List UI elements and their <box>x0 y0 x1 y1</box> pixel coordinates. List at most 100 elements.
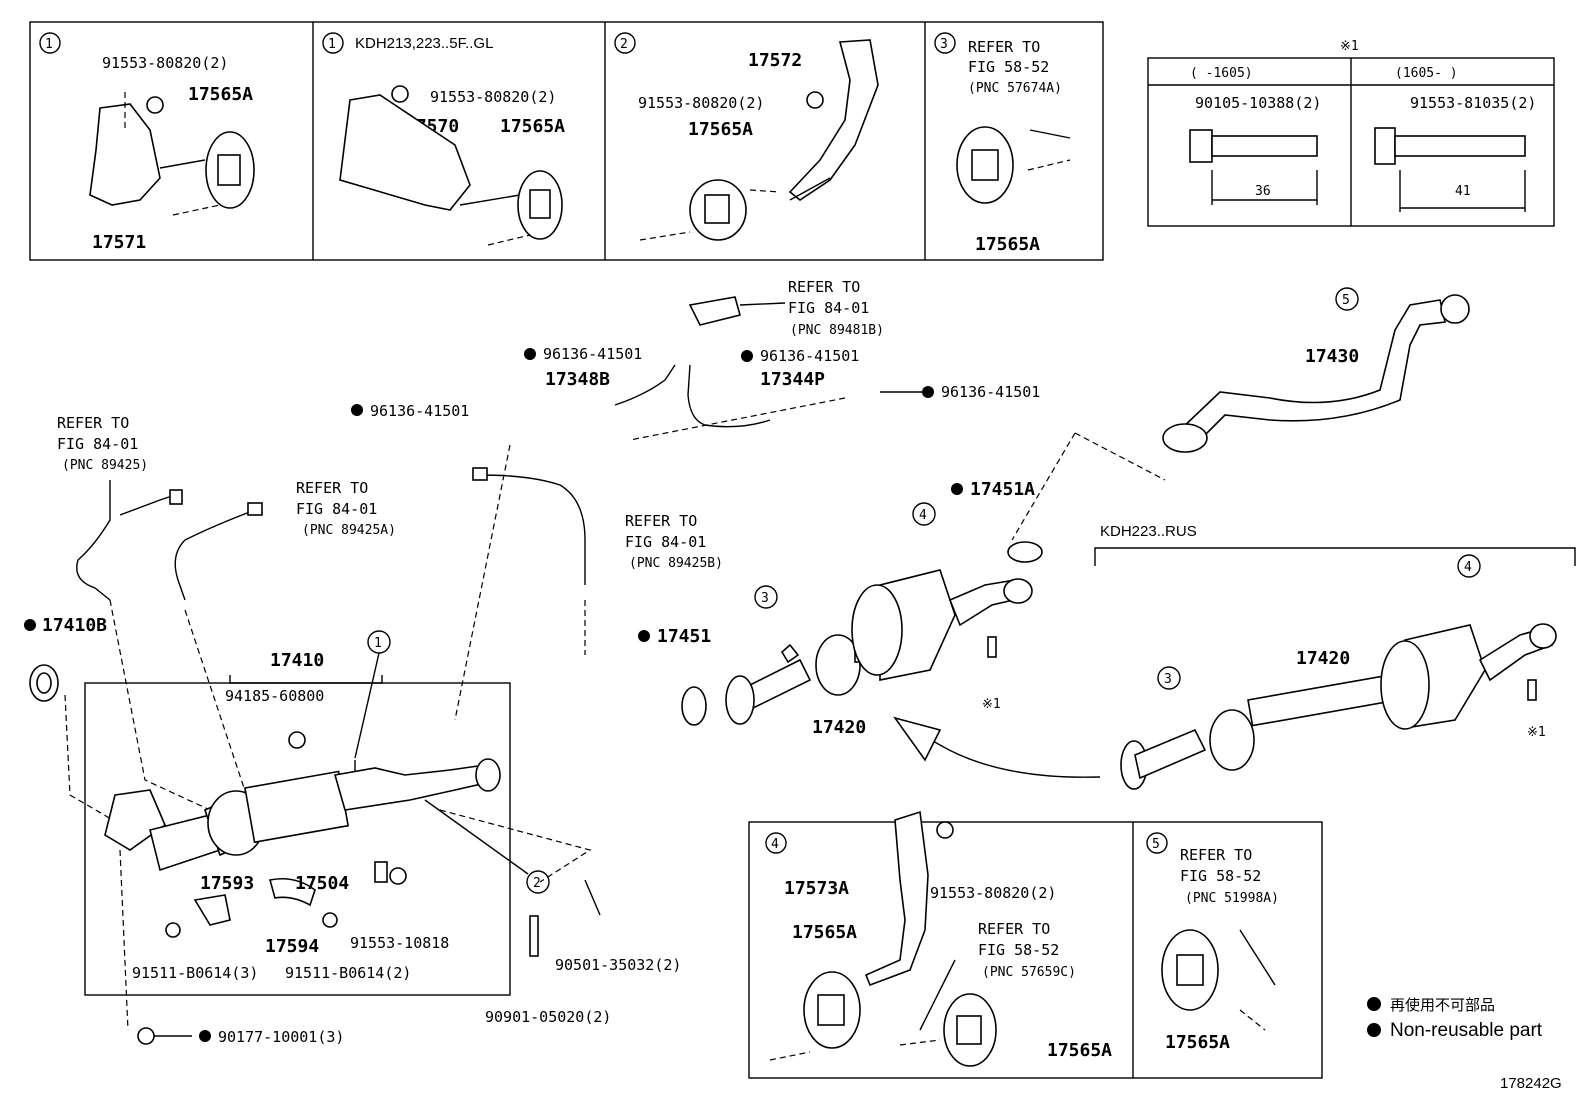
part-label: 17565A <box>688 119 753 140</box>
callout-marker: 4 <box>919 508 927 523</box>
part-label: 91553-80820(2) <box>930 884 1056 902</box>
part-label: 90901-05020(2) <box>485 1008 611 1026</box>
part-label: 17565A <box>792 922 857 943</box>
part-label: 17565A <box>1165 1032 1230 1053</box>
non-reusable-dot <box>1367 1023 1381 1037</box>
refer-text: REFER TO <box>788 278 860 296</box>
bolt-table: ※1 ( -1605) (1605- ) 90105-10388(2) 9155… <box>1147 39 1555 227</box>
refer-text: (PNC 51998A) <box>1185 891 1279 906</box>
callout-marker: 3 <box>1164 672 1172 687</box>
heat-shield-shape <box>268 877 316 907</box>
part-label: 91553-80820(2) <box>638 94 764 112</box>
callout-marker: 1 <box>45 37 53 52</box>
callout-marker: 3 <box>761 591 769 606</box>
bolt-shape <box>165 922 181 938</box>
callout-marker: 5 <box>1152 837 1160 852</box>
callout-marker: 2 <box>620 37 628 52</box>
bracket-shape <box>864 810 929 987</box>
non-reusable-dot <box>1367 997 1381 1011</box>
part-label: 17420 <box>1296 648 1350 669</box>
bolt-part-number: 90105-10388(2) <box>1195 94 1321 112</box>
tail-pipe-shape <box>1178 299 1446 447</box>
non-reusable-dot <box>951 483 963 495</box>
part-label: 17573A <box>784 878 849 899</box>
part-label: 17565A <box>500 116 565 137</box>
part-label: 17572 <box>748 50 802 71</box>
gasket-shape <box>1007 541 1043 563</box>
refer-text: REFER TO <box>625 512 697 530</box>
inset-row-top <box>29 21 1104 261</box>
inset-box-1a: 1 91553-80820(2) 17565A 17571 <box>39 32 255 253</box>
part-label: 17565A <box>1047 1040 1112 1061</box>
flange-shape <box>104 789 166 851</box>
part-label: 17565A <box>188 84 253 105</box>
note-ref: ※1 <box>982 697 1001 712</box>
part-label: 17593 <box>200 873 254 894</box>
refer-text: FIG 58-52 <box>968 58 1049 76</box>
muffler-center-group: 4 3 17451 17420 ※1 <box>638 502 1101 778</box>
bolt-head-shape <box>1189 129 1213 163</box>
clip-label: 96136-41501 <box>760 347 859 365</box>
bracket-shape <box>788 39 879 201</box>
diagram-id: 178242G <box>1500 1075 1562 1092</box>
callout-marker: 1 <box>328 37 336 52</box>
refer-text: REFER TO <box>57 414 129 432</box>
inset-box-4: 4 17573A 91553-80820(2) 17565A 17565A RE… <box>765 810 1112 1067</box>
part-label: 17344P <box>760 369 825 390</box>
refer-text: FIG 58-52 <box>1180 867 1261 885</box>
callout-marker: 3 <box>940 37 948 52</box>
part-label: 91553-80820(2) <box>102 54 228 72</box>
callout-marker: 5 <box>1342 293 1350 308</box>
non-reusable-dot <box>199 1030 211 1042</box>
part-label: 17410B <box>42 615 107 636</box>
refer-text: REFER TO <box>968 38 1040 56</box>
converter-group: 17410B 17410 1 94185-60800 2 17593 17594… <box>24 599 681 1046</box>
inset-box-3: 3 REFER TO FIG 58-52 (PNC 57674A) 17565A <box>934 32 1071 255</box>
non-reusable-dot <box>922 386 934 398</box>
refer-text: FIG 84-01 <box>57 435 138 453</box>
clip-label: 96136-41501 <box>370 402 469 420</box>
bracket-shape <box>89 103 161 206</box>
table-col-range: ( -1605) <box>1190 66 1253 81</box>
clip-label: 96136-41501 <box>941 383 1040 401</box>
refer-text: FIG 84-01 <box>296 500 377 518</box>
table-col-range: (1605- ) <box>1395 66 1458 81</box>
non-reusable-dot <box>351 404 363 416</box>
part-label: 90177-10001(3) <box>218 1028 344 1046</box>
inset-row-bottom <box>748 821 1323 1079</box>
legend-en: Non-reusable part <box>1390 1020 1543 1041</box>
refer-text: (PNC 57674A) <box>968 81 1062 96</box>
bracket-small-shape <box>374 861 388 883</box>
part-label: 91511-B0614(2) <box>285 964 411 982</box>
part-label: 17420 <box>812 717 866 738</box>
bolt-shape <box>322 912 338 928</box>
inset-box-5: 5 REFER TO FIG 58-52 (PNC 51998A) 17565A <box>1146 832 1279 1053</box>
bolt-length: 36 <box>1255 184 1271 199</box>
refer-text: REFER TO <box>296 479 368 497</box>
callout-marker: 2 <box>533 876 541 891</box>
non-reusable-dot <box>638 630 650 642</box>
bracket-shape <box>339 94 471 211</box>
callout-marker: 4 <box>1464 560 1472 575</box>
clip-label: 96136-41501 <box>543 345 642 363</box>
part-label: 94185-60800 <box>225 687 324 705</box>
refer-text: (PNC 89425A) <box>302 523 396 538</box>
part-label: 17430 <box>1305 346 1359 367</box>
legend-jp: 再使用不可部品 <box>1390 997 1495 1014</box>
part-label: 17348B <box>545 369 610 390</box>
bolt-shape <box>806 91 824 109</box>
part-label: 17594 <box>265 936 319 957</box>
heat-shield-shape <box>193 894 231 926</box>
non-reusable-dot <box>24 619 36 631</box>
part-label: 91553-80820(2) <box>430 88 556 106</box>
bolt-shape <box>146 96 164 114</box>
bolt-length: 41 <box>1455 184 1471 199</box>
bolt-head-shape <box>1374 127 1396 165</box>
refer-text: (PNC 89425) <box>62 458 148 473</box>
part-label: 17451 <box>657 626 711 647</box>
part-label: 17410 <box>270 650 324 671</box>
bolt-shape <box>936 821 954 839</box>
pressure-sensor-shape <box>688 296 741 326</box>
note-ref: ※1 <box>1527 725 1546 740</box>
